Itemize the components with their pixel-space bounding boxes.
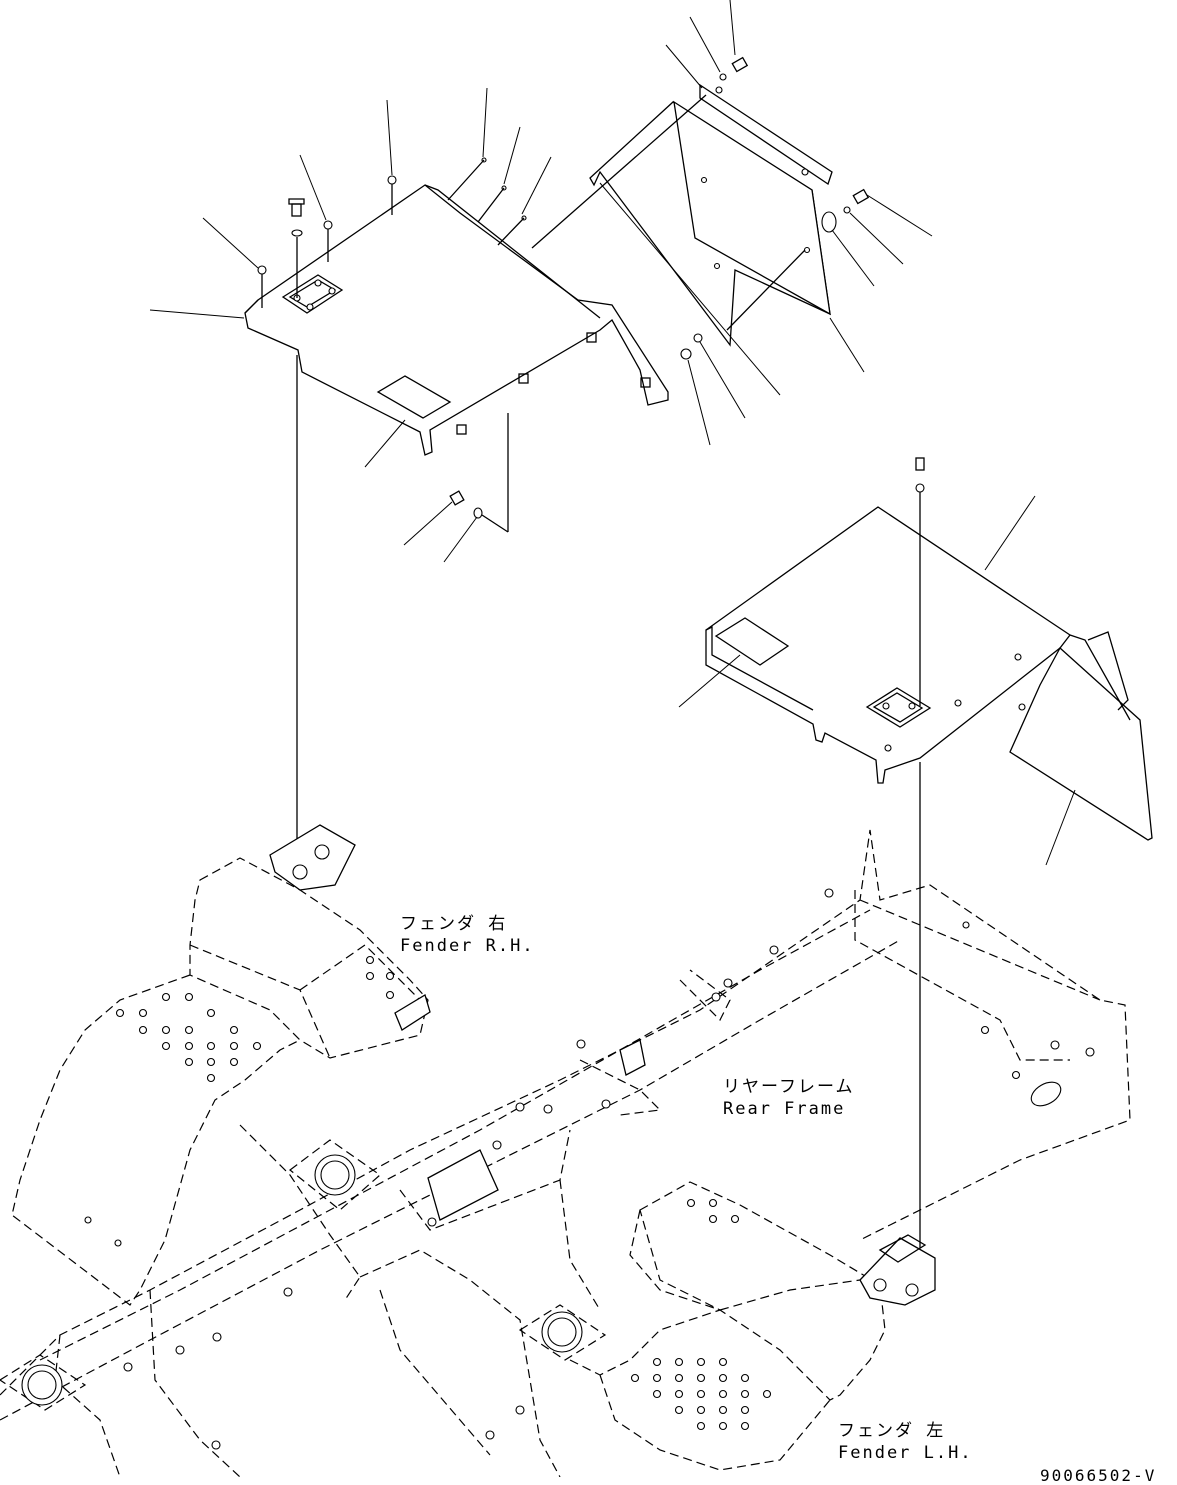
fender-lh-holes: [630, 1198, 772, 1431]
frame-bolts: [84, 888, 1095, 1450]
rear-frame-assembly: [0, 824, 1131, 1477]
drawing-code: 90066502-V: [1040, 1466, 1157, 1485]
fender-rh-part: [244, 184, 669, 456]
leader-lines: [149, 0, 1076, 866]
fender-rh-holes: [115, 955, 395, 1083]
fender-lh-label-en: Fender L.H.: [838, 1443, 973, 1463]
rear-frame-label-en: Rear Frame: [723, 1099, 846, 1119]
fasteners: [257, 56, 925, 519]
fender-rh-label-jp: フェンダ 右: [400, 914, 508, 934]
fender-rh-label-en: Fender R.H.: [400, 936, 535, 956]
assembly-lines: [261, 94, 921, 1248]
fender-lh-part: [705, 506, 1153, 841]
mud-flap-plate: [589, 83, 833, 347]
rear-frame-label-jp: リヤーフレーム: [723, 1077, 855, 1097]
fender-lh-label-jp: フェンダ 左: [838, 1421, 946, 1441]
